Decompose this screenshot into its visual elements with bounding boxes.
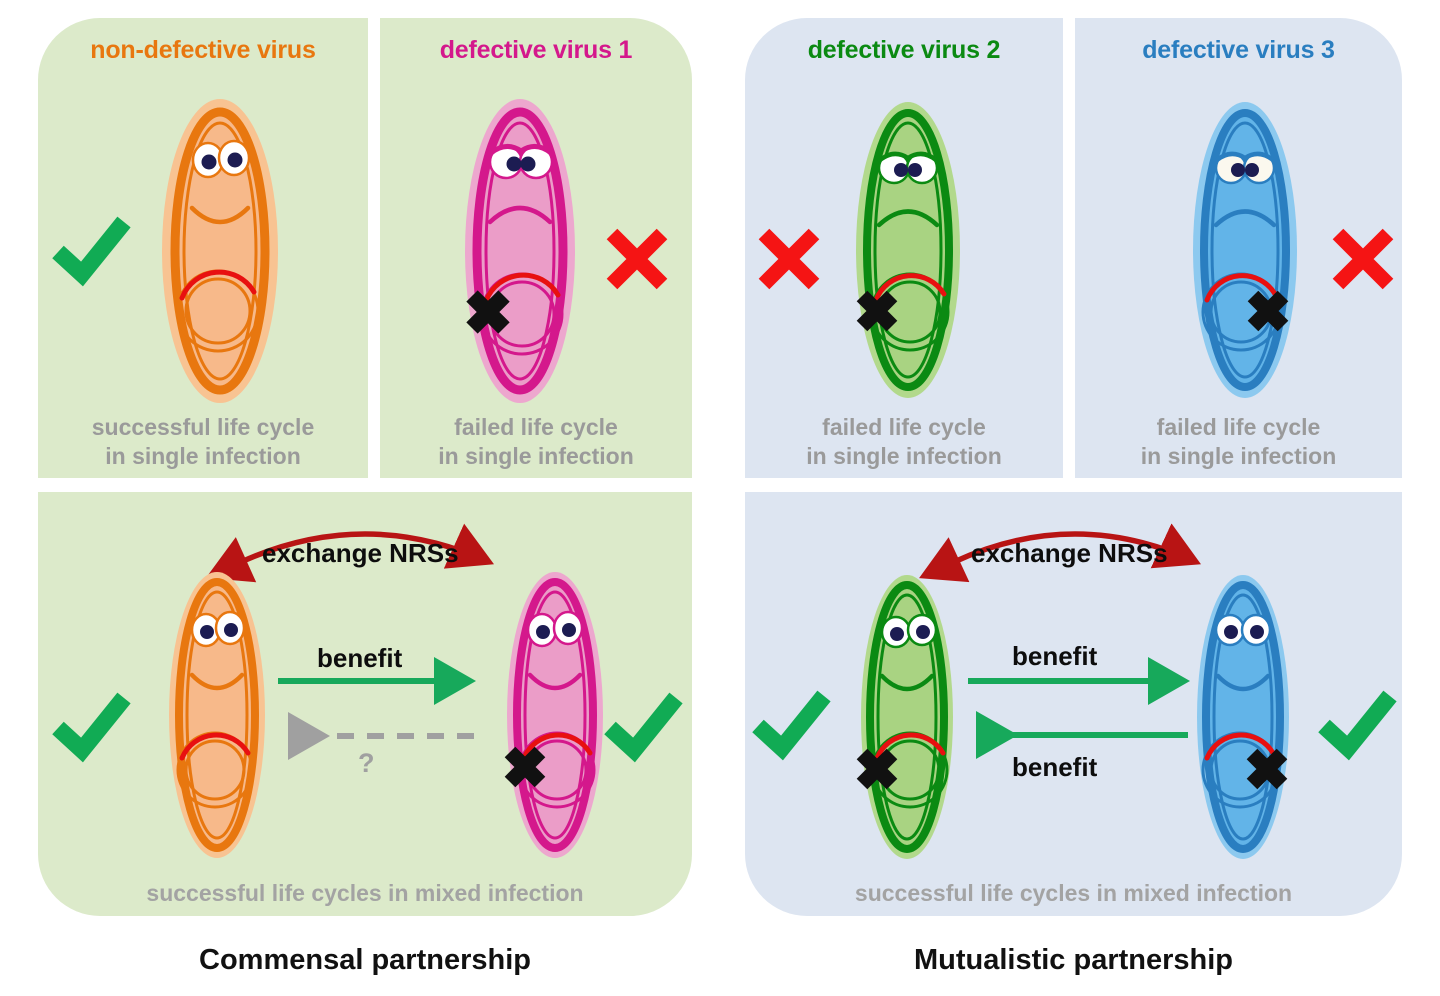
virus-nondefective-single	[150, 96, 290, 406]
eyes	[190, 610, 246, 648]
virus-nondefective-mixed	[152, 570, 282, 860]
status-cross-defective2-single	[756, 226, 822, 292]
label-benefit-commensal: benefit	[317, 643, 403, 673]
virus-defective1-single	[450, 96, 590, 406]
eyes	[877, 151, 939, 185]
virus-title-defective3: defective virus 3	[1142, 36, 1335, 64]
defect-cross-icon	[504, 746, 546, 788]
defect-cross-icon	[856, 290, 898, 332]
eyes	[191, 139, 251, 179]
label-exchange-nrs-mutualistic: exchange NRSs	[971, 538, 1168, 568]
eyes	[1214, 151, 1276, 185]
defect-cross-icon	[466, 290, 510, 334]
status-check-nondefective-single	[52, 214, 131, 287]
arrow-benefit-mutualistic-reverse	[966, 711, 1206, 759]
arrow-exchange-nrs-commensal	[205, 512, 515, 583]
virus-title-defective1: defective virus 1	[439, 36, 633, 64]
caption-defective3-single: failed life cycle in single infection	[1140, 414, 1337, 470]
label-benefit-mutualistic-forward: benefit	[1012, 641, 1098, 671]
status-check-defective1-mixed	[604, 690, 683, 763]
status-cross-defective3-single	[1330, 226, 1396, 292]
caption-defective1-single: failed life cycle in single infection	[438, 414, 634, 470]
status-check-nondefective-mixed	[52, 690, 131, 763]
virus-defective3-mixed	[1178, 572, 1308, 862]
arrow-unknown-commensal	[276, 712, 486, 760]
eyes	[488, 144, 554, 180]
eyes	[526, 610, 584, 648]
status-cross-defective1-single	[604, 226, 670, 292]
virus-defective3-single	[1175, 100, 1315, 400]
genome	[176, 731, 254, 809]
arrow-benefit-commensal	[276, 657, 486, 705]
virus-defective1-mixed	[490, 570, 620, 860]
caption-commensal-mixed: successful life cycles in mixed infectio…	[146, 880, 584, 906]
virus-defective2-mixed	[842, 572, 972, 862]
panel-title-commensal: Commensal partnership	[199, 944, 531, 976]
label-unknown-commensal: ?	[358, 748, 375, 778]
virus-title-defective2: defective virus 2	[807, 36, 1001, 64]
virus-title-nondefective: non-defective virus	[90, 36, 316, 64]
eyes	[1214, 613, 1272, 647]
eyes	[880, 613, 938, 649]
label-benefit-mutualistic-reverse: benefit	[1012, 752, 1098, 782]
arrow-exchange-nrs-mutualistic	[919, 512, 1220, 583]
caption-mutualistic-mixed: successful life cycles in mixed infectio…	[854, 880, 1293, 906]
defect-cross-icon	[856, 748, 898, 790]
status-check-defective3-mixed	[1318, 688, 1397, 761]
defect-cross-icon	[1247, 290, 1289, 332]
arrow-benefit-mutualistic-forward	[966, 657, 1206, 705]
genome	[176, 269, 260, 353]
panel-title-mutualistic: Mutualistic partnership	[913, 944, 1234, 976]
caption-nondefective-single: successful life cycle in single infectio…	[91, 414, 315, 470]
caption-defective2-single: failed life cycle in single infection	[806, 414, 1002, 470]
label-exchange-nrs-commensal: exchange NRSs	[262, 538, 459, 568]
virus-defective2-single	[838, 100, 978, 400]
status-check-defective2-mixed	[752, 688, 831, 761]
defect-cross-icon	[1246, 748, 1288, 790]
